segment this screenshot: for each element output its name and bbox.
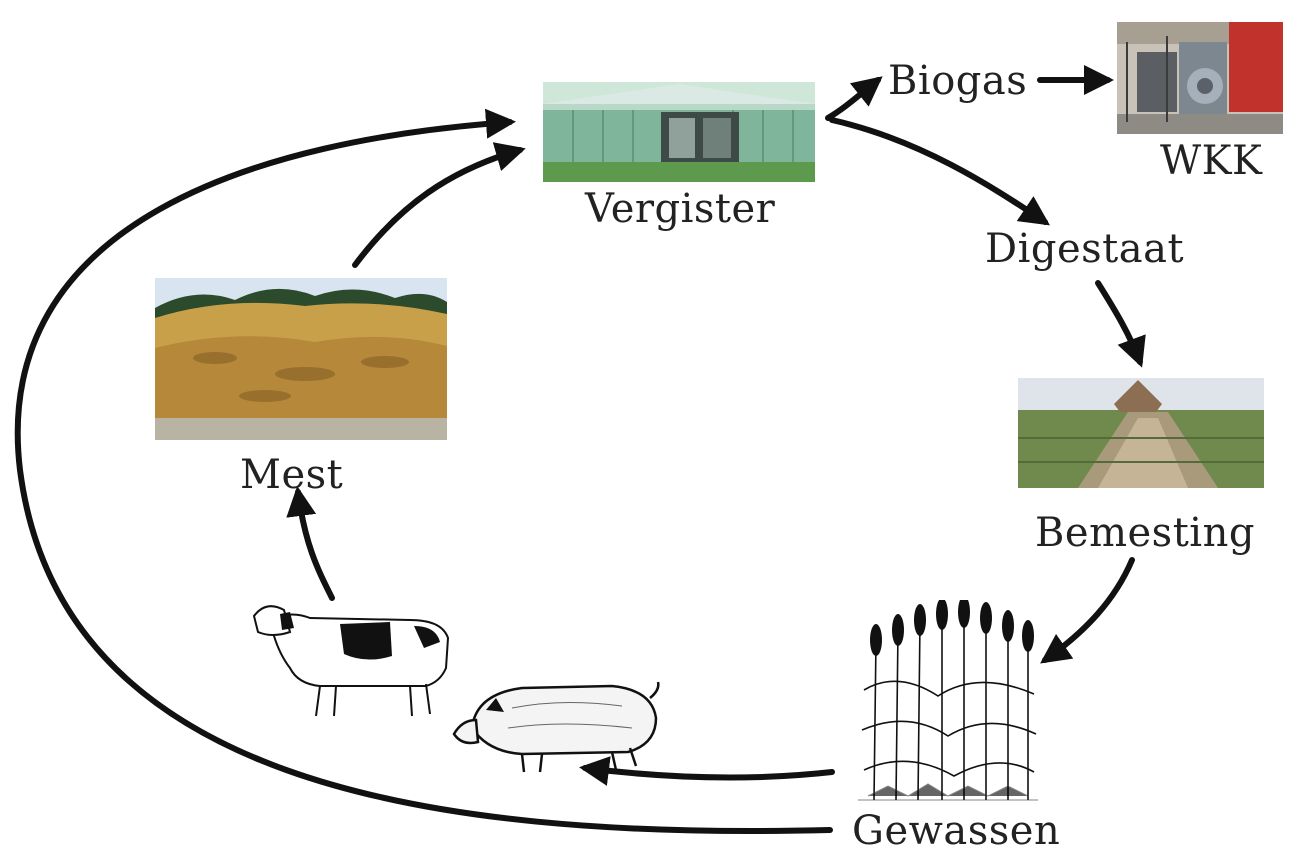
vergister-label: Vergister bbox=[585, 186, 776, 232]
pig-icon bbox=[452, 681, 660, 773]
arrow-animals-to-mest bbox=[286, 486, 335, 601]
arrow-digestaat-to-bemesting bbox=[1095, 280, 1146, 368]
wkk-photo bbox=[1117, 22, 1283, 134]
biogas-label: Biogas bbox=[888, 58, 1028, 104]
cow-icon bbox=[252, 605, 450, 717]
bemesting-label: Bemesting bbox=[1035, 510, 1255, 556]
arrow-gewassen-to-animals bbox=[579, 756, 835, 786]
gewassen-label: Gewassen bbox=[852, 808, 1061, 854]
arrow-vergister-to-biogas bbox=[825, 76, 883, 121]
vergister-photo bbox=[543, 82, 815, 182]
digestaat-label: Digestaat bbox=[985, 226, 1185, 272]
arrow-vergister-to-digestaat bbox=[829, 117, 1050, 226]
arrow-bemesting-to-gewassen bbox=[1040, 557, 1135, 664]
arrow-gewassen-to-vergister bbox=[14, 108, 833, 835]
gewassen-icon bbox=[858, 600, 1038, 810]
wkk-label: WKK bbox=[1160, 138, 1263, 184]
arrow-mest-to-vergister bbox=[352, 142, 526, 268]
bemesting-photo bbox=[1018, 378, 1264, 488]
mest-label: Mest bbox=[240, 452, 344, 498]
mest-photo bbox=[155, 278, 447, 440]
